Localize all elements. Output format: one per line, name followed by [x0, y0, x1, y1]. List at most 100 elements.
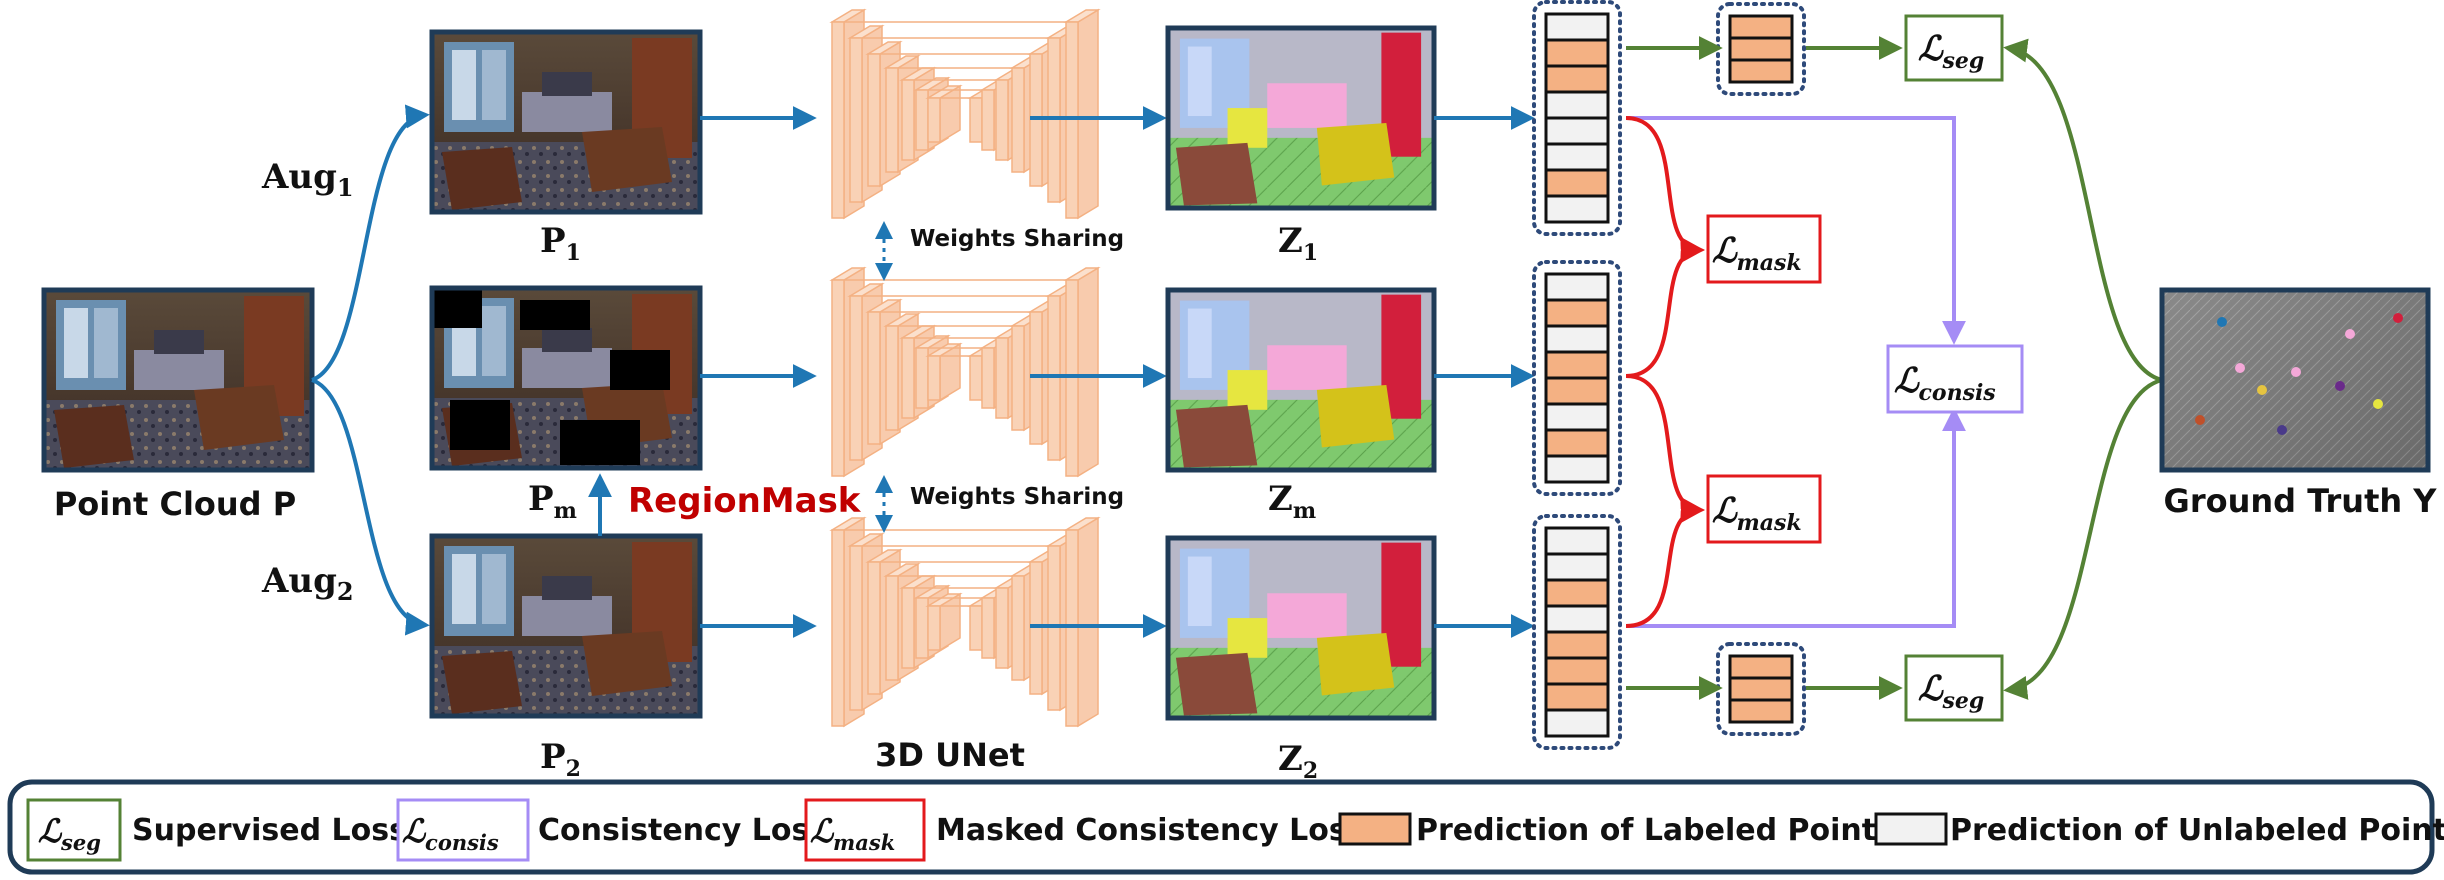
labeled-cell — [1544, 376, 1610, 406]
labeled-cell — [1728, 14, 1794, 40]
svg-text:ℒmask: ℒmask — [810, 812, 895, 855]
unlabeled-cell — [1544, 194, 1610, 224]
column-z2 — [1532, 514, 1622, 750]
legend: ℒseg Supervised Loss ℒconsis Consistency… — [7, 779, 2444, 875]
unlabeled-cell — [1544, 142, 1610, 172]
unet-layer — [1063, 266, 1101, 478]
unet-layer — [925, 342, 963, 402]
legend-consis: ℒconsis Consistency Loss — [396, 798, 827, 862]
p1-label: P1 — [540, 221, 581, 266]
svg-text:ℒconsis: ℒconsis — [402, 812, 499, 855]
svg-text:ℒmask: ℒmask — [1712, 231, 1802, 276]
labeled-cell — [1544, 64, 1610, 94]
seg-loss-top: ℒseg — [1904, 14, 2004, 82]
labeled-cell — [1544, 578, 1610, 608]
labeled-cell — [1544, 682, 1610, 712]
unlabeled-cell — [1544, 604, 1610, 634]
unlabeled-cell — [1544, 402, 1610, 432]
aug2-label: Aug2 — [261, 561, 354, 606]
consis-top-arrow — [1626, 116, 1966, 345]
ground-truth-label: Ground Truth Y — [2164, 482, 2438, 520]
unet-top — [829, 8, 1101, 220]
mask-loss-top: ℒmask — [1706, 214, 1822, 284]
unet-bottom — [829, 516, 1101, 728]
legend-unlabeled: Prediction of Unlabeled Points — [1874, 812, 2444, 848]
labeled-column-bottom — [1716, 642, 1806, 736]
mask-top-arrow-2 — [1625, 238, 1705, 378]
labeled-cell — [1544, 630, 1610, 660]
unet-layer — [925, 84, 963, 144]
legend-mask: ℒmask Masked Consistency Loss — [804, 798, 1365, 862]
column-dotted-border — [1532, 0, 1622, 236]
svg-text:Consistency Loss: Consistency Loss — [538, 813, 827, 848]
unet-label: 3D UNet — [875, 736, 1025, 774]
legend-seg: ℒseg Supervised Loss — [26, 798, 407, 862]
column-dotted-border — [1532, 260, 1622, 496]
consis-bottom-arrow — [1626, 407, 1966, 628]
unlabeled-cell — [1544, 708, 1610, 738]
z1-segmentation: Z1 — [1165, 25, 1437, 266]
unlabeled-cell — [1544, 12, 1610, 42]
column-z1 — [1532, 0, 1622, 236]
labeled-cell — [1544, 168, 1610, 198]
mask-top-arrow-1 — [1625, 116, 1705, 262]
aug2-arrow — [311, 378, 430, 636]
p1-view: P1 — [429, 29, 703, 266]
point-cloud-input: Point Cloud P — [41, 287, 315, 523]
unlabeled-cell — [1544, 526, 1610, 556]
mask-bottom-arrow-2 — [1625, 498, 1705, 628]
aug1-arrow — [311, 104, 430, 382]
consis-loss: ℒconsis — [1886, 344, 2024, 414]
unlabeled-cell — [1544, 116, 1610, 146]
svg-text:ℒseg: ℒseg — [1918, 29, 1984, 74]
z2-segmentation: Z2 — [1165, 535, 1437, 784]
labeled-cell — [1728, 58, 1794, 84]
unet-layer — [925, 592, 963, 652]
zm-segmentation: Zm — [1165, 287, 1437, 524]
z1-label: Z1 — [1278, 221, 1318, 266]
labeled-cell — [1728, 698, 1794, 724]
gt-to-seg-top-arrow — [2003, 38, 2163, 382]
prediction-columns — [1532, 0, 1622, 750]
svg-text:Prediction of Labeled Points: Prediction of Labeled Points — [1416, 813, 1894, 848]
unlabeled-cell — [1544, 454, 1610, 484]
svg-text:Supervised Loss: Supervised Loss — [132, 813, 407, 848]
region-mask-label: RegionMask — [628, 481, 862, 521]
weights-sharing-top-label: Weights Sharing — [910, 226, 1124, 252]
z2-label: Z2 — [1278, 739, 1318, 784]
svg-text:ℒseg: ℒseg — [38, 812, 101, 855]
labeled-cell — [1728, 36, 1794, 62]
unlabeled-cell — [1544, 324, 1610, 354]
labeled-cell — [1544, 350, 1610, 380]
labeled-cell — [1544, 38, 1610, 68]
unlabeled-cell — [1544, 272, 1610, 302]
labeled-cell — [1544, 428, 1610, 458]
mask-bottom-arrow-1 — [1625, 374, 1705, 522]
labeled-cell — [1728, 676, 1794, 702]
svg-text:ℒmask: ℒmask — [1712, 491, 1802, 536]
gt-to-seg-bottom-arrow — [2003, 378, 2163, 700]
svg-text:Prediction of Unlabeled Points: Prediction of Unlabeled Points — [1950, 813, 2444, 848]
point-cloud-image — [44, 290, 312, 470]
p2-view: P2 — [429, 533, 703, 782]
column-dotted-border — [1532, 514, 1622, 750]
labeled-cell — [1544, 656, 1610, 686]
unet-middle — [829, 266, 1101, 478]
aug1-label: Aug1 — [261, 157, 354, 202]
labeled-cell — [1728, 654, 1794, 680]
svg-text:ℒseg: ℒseg — [1918, 669, 1984, 714]
unlabeled-cell — [1544, 552, 1610, 582]
labeled-column-top — [1716, 2, 1806, 96]
p2-label: P2 — [540, 737, 581, 782]
svg-text:Masked Consistency Loss: Masked Consistency Loss — [936, 813, 1365, 848]
column-zm — [1532, 260, 1622, 496]
pm-view: Pm — [429, 285, 703, 524]
legend-labeled: Prediction of Labeled Points — [1338, 812, 1894, 848]
unet-layer — [1063, 516, 1101, 728]
pm-label: Pm — [528, 479, 577, 524]
seg-loss-bottom: ℒseg — [1904, 654, 2004, 722]
ground-truth: Ground Truth Y — [2159, 287, 2438, 520]
unlabeled-cell — [1544, 90, 1610, 120]
mask-loss-bottom: ℒmask — [1706, 474, 1822, 544]
